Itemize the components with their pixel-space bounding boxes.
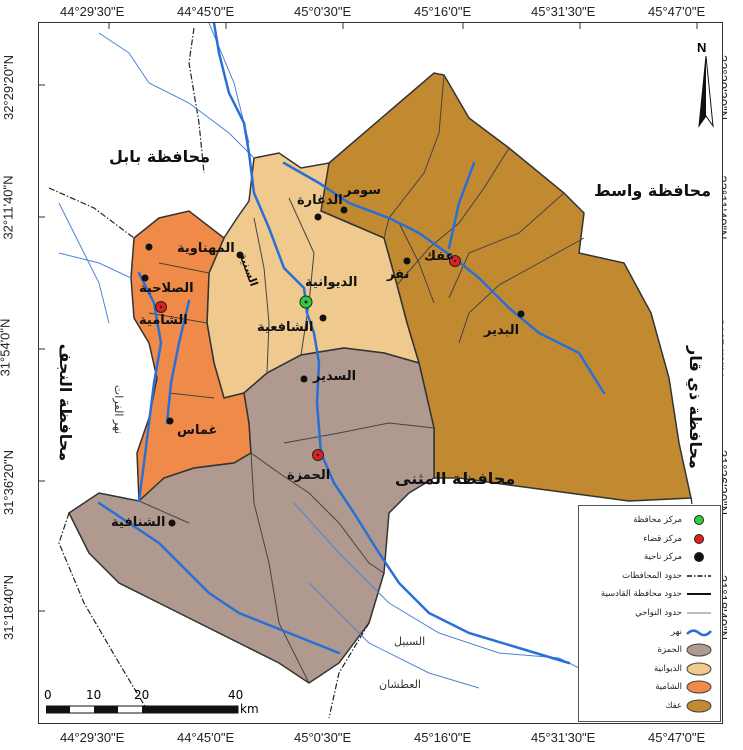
legend: مركز محافظة مركز قضاء مركز ناحية حدود المحا… (578, 505, 721, 722)
north-arrow: N (693, 40, 719, 130)
province-label-najaf: محافظة النجف (56, 343, 76, 462)
label-budair: البدير (484, 323, 520, 338)
coord-top-1: 44°29'30"E (60, 4, 125, 19)
legend-symbol (686, 550, 712, 564)
label-salahiya: الصلاحية (139, 281, 194, 296)
scale-tick-20: 20 (134, 688, 150, 702)
scale-tick-0: 0 (44, 688, 52, 702)
legend-symbol (686, 680, 712, 694)
scale-unit: km (240, 702, 259, 716)
legend-item: مركز محافظة (583, 512, 712, 528)
legend-symbol (686, 643, 712, 657)
legend-symbol (686, 532, 712, 546)
legend-item: نهر (583, 624, 712, 640)
legend-item: الشامية (583, 679, 712, 695)
province-label-muthanna: محافظة المثنى (395, 469, 516, 488)
legend-item-label: الحمزة (657, 645, 683, 656)
coord-top-5: 45°31'30"E (531, 4, 596, 19)
coord-bottom-2: 44°45'0"E (177, 730, 235, 745)
coord-bottom-6: 45°47'0"E (648, 730, 706, 745)
label-ghammas: غماس (177, 423, 218, 438)
nahiya-boundaries (138, 74, 585, 684)
scale-bar-graphic (46, 705, 239, 714)
province-label-babil: محافظة بابل (109, 147, 211, 166)
coord-left-5: 31°18'40"N (1, 574, 17, 641)
coord-bottom-5: 45°31'30"E (531, 730, 596, 745)
map-svg (39, 23, 700, 719)
legend-item: حدود النواحي (583, 605, 712, 621)
legend-item-label: نهر (671, 626, 682, 637)
label-shamiya: الشامية (139, 313, 188, 328)
legend-symbol (686, 625, 712, 639)
coord-left-1: 32°29'20"N (1, 54, 17, 121)
scale-tick-10: 10 (86, 688, 102, 702)
label-sibil: السبيل (394, 635, 426, 648)
scale-bar: 0 10 20 40 km (44, 688, 259, 718)
legend-item-label: حدود المحافظات (622, 570, 682, 581)
coord-left-2: 32°11'40"N (0, 175, 16, 240)
label-hamza: الحمزة (287, 468, 331, 483)
coord-top-4: 45°16'0"E (414, 4, 472, 19)
legend-symbol (686, 513, 712, 527)
legend-item-label: الديوانية (653, 663, 682, 674)
legend-item: الحمزة (583, 642, 712, 658)
north-label: N (697, 40, 707, 55)
legend-item-label: مركز ناحية (643, 552, 682, 563)
legend-symbol (686, 587, 712, 601)
coord-top-6: 45°47'0"E (648, 4, 706, 19)
label-mahnawiya: المهناوية (177, 241, 235, 256)
label-euphrates: نهر الفرات (112, 384, 126, 435)
legend-item-label: مركز قضاء (643, 533, 682, 544)
label-shanafiya: الشنافية (111, 515, 166, 530)
legend-item-label: حدود النواحي (635, 608, 682, 618)
coord-bottom-4: 45°16'0"E (414, 730, 472, 745)
label-sumar: سومر (344, 183, 382, 198)
coord-left-4: 31°36'20"N (1, 449, 17, 516)
nahiya-centres (141, 206, 525, 527)
legend-item: الديوانية (583, 661, 712, 677)
label-diwaniya: الديوانية (305, 275, 358, 290)
coord-bottom-1: 44°29'30"E (60, 730, 125, 745)
label-afak: عفك (424, 249, 455, 264)
legend-symbol (686, 662, 712, 676)
label-shafiiya: الشافعية (257, 320, 314, 335)
legend-symbol (686, 606, 712, 620)
coord-bottom-3: 45°0'30"E (294, 730, 352, 745)
province-label-wasit: محافظة واسط (594, 181, 712, 200)
coord-top-3: 45°0'30"E (294, 4, 352, 19)
label-atshan: العطشان (379, 678, 421, 691)
province-label-dhiqar: محافظة ذي قار (685, 346, 705, 469)
coord-left-3: 31°54'0"N (0, 318, 13, 377)
legend-item: حدود المحافظات (583, 568, 712, 584)
legend-item-label: حدود محافظة القادسية (600, 589, 682, 600)
label-nafar: نفر (387, 267, 410, 282)
scale-tick-40: 40 (228, 688, 244, 702)
legend-item: مركز ناحية (583, 549, 712, 565)
coord-top-2: 44°45'0"E (177, 4, 235, 19)
legend-item-label: مركز محافظة (633, 515, 682, 525)
legend-item: مركز قضاء (583, 531, 712, 547)
north-arrow-icon (698, 56, 714, 128)
legend-symbol (686, 569, 712, 583)
legend-item-label: عفك (665, 701, 682, 711)
legend-symbol (686, 699, 712, 713)
legend-item: عفك (583, 698, 712, 714)
legend-item: حدود محافظة القادسية (583, 586, 712, 602)
label-sudair: السدير (313, 369, 357, 384)
legend-item-label: الشامية (655, 682, 682, 693)
label-daghara: الدغارة (297, 193, 343, 208)
graticule-ticks (39, 23, 698, 612)
